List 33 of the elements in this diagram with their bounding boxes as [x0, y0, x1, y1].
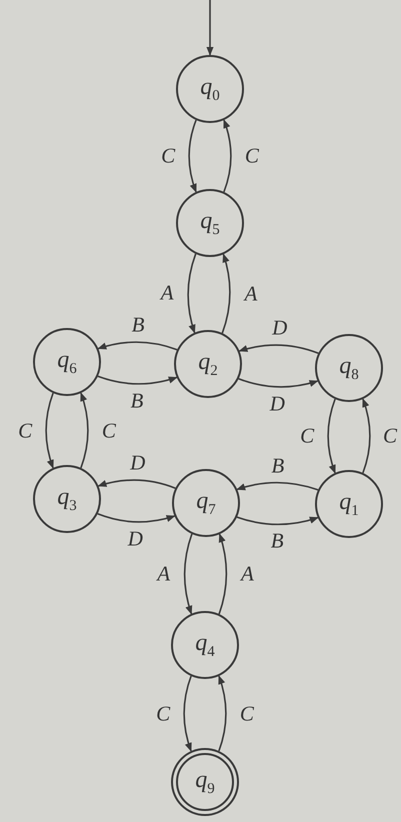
state-circle	[172, 469, 240, 537]
transition-arrow	[98, 479, 176, 489]
transition-arrow	[327, 398, 336, 474]
state-name: q$_{4}$	[195, 630, 215, 660]
transition-arrow	[218, 675, 227, 752]
transition-arrow	[183, 676, 192, 752]
transition-arrow	[362, 398, 371, 474]
state-name: q$_{9}$	[195, 768, 215, 796]
transition-arrow	[236, 516, 319, 526]
transition-arrow	[97, 341, 178, 350]
transition-arrow	[97, 513, 176, 523]
transition-arrow	[184, 534, 193, 615]
transition-arrow	[98, 376, 178, 385]
state-name: q$_{6}$	[57, 348, 77, 376]
transition-arrow	[218, 533, 228, 614]
transition-arrow	[223, 119, 232, 192]
state-name: q$_{1}$	[339, 490, 359, 518]
state-name: q$_{3}$	[57, 484, 77, 514]
transition-arrow	[206, 0, 214, 56]
state-name: q$_{2}$	[198, 350, 218, 378]
transition-arrow	[80, 392, 89, 468]
transition-arrow	[222, 253, 231, 334]
state-name: q$_{8}$	[339, 354, 359, 382]
transition-arrow	[236, 482, 318, 491]
state-name: q$_{7}$	[196, 488, 216, 518]
state-circle	[174, 330, 242, 398]
state-name: q$_{5}$	[200, 208, 220, 238]
transition-arrow	[187, 254, 196, 334]
transition-arrow	[238, 378, 318, 388]
transition-arrow	[188, 120, 197, 193]
transition-arrow	[238, 344, 319, 354]
state-name: q$_{0}$	[200, 74, 220, 104]
transition-arrow	[45, 392, 54, 469]
